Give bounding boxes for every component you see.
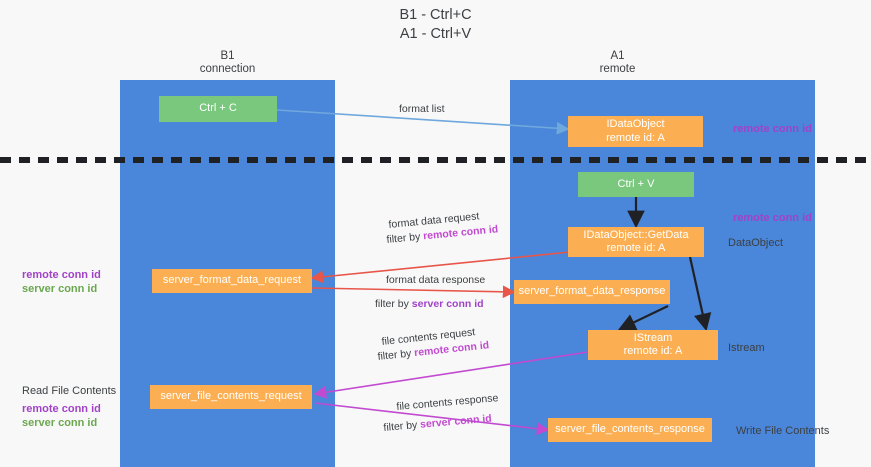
annotation-write-file-contents: Write File Contents: [736, 425, 830, 437]
filter-prefix: filter by: [375, 298, 412, 310]
edge-label-format-list: format list: [399, 103, 445, 115]
filter-key: server conn id: [419, 412, 493, 431]
annotation-read-file-contents: Read File Contents: [22, 385, 117, 397]
node-istream-line1: IStream: [633, 331, 673, 344]
node-ctrl-v[interactable]: Ctrl + V: [578, 172, 694, 197]
node-getdata-line2: remote id: A: [606, 242, 666, 254]
diagram-title: B1 - Ctrl+C A1 - Ctrl+V: [399, 7, 472, 42]
filter-prefix: filter by: [383, 418, 421, 434]
annotation-left-server-conn-id-2: server conn id: [22, 417, 98, 429]
filter-key: server conn id: [411, 298, 484, 310]
annotation-istream: Istream: [728, 342, 765, 354]
node-idataobject-line1: IDataObject: [606, 118, 665, 130]
node-server-file-contents-response-label: server_file_contents_response: [555, 423, 705, 436]
edge-label-file-contents-response: file contents response: [396, 392, 499, 413]
edge-label-format-data-response-filter: filter by server conn id: [375, 298, 484, 311]
node-server-format-data-request[interactable]: server_format_data_request: [152, 269, 312, 293]
edge-label-file-contents-response-filter: filter by server conn id: [383, 413, 492, 435]
section-divider: [0, 157, 871, 163]
node-server-file-contents-response[interactable]: server_file_contents_response: [548, 418, 712, 442]
node-ctrl-c[interactable]: Ctrl + C: [159, 96, 277, 122]
lane-header-a1: A1 remote: [599, 50, 636, 75]
node-idataobject-getdata[interactable]: IDataObject::GetData remote id: A: [568, 227, 704, 257]
node-idataobject[interactable]: IDataObject remote id: A: [568, 116, 703, 147]
annotation-left-remote-conn-id: remote conn id: [22, 269, 101, 281]
filter-prefix: filter by: [377, 347, 415, 363]
annotation-remote-conn-id-mid: remote conn id: [733, 212, 812, 224]
node-server-file-contents-request[interactable]: server_file_contents_request: [150, 385, 312, 409]
annotation-dataobject: DataObject: [728, 237, 784, 249]
filter-prefix: filter by: [386, 230, 424, 246]
lane-header-b1: B1 connection: [199, 50, 256, 75]
node-server-format-data-response[interactable]: server_format_data_response: [514, 280, 670, 304]
annotation-left-remote-conn-id-2: remote conn id: [22, 403, 101, 415]
node-ctrl-v-label: Ctrl + V: [617, 177, 655, 190]
annotation-left-server-conn-id: server conn id: [22, 283, 98, 295]
node-ctrl-c-label: Ctrl + C: [199, 102, 237, 115]
edge-label-format-data-response: format data response: [386, 274, 486, 286]
node-istream-line2: remote id: A: [623, 345, 683, 357]
annotation-remote-conn-id-top: remote conn id: [733, 123, 812, 135]
node-istream[interactable]: IStream remote id: A: [588, 330, 718, 360]
node-getdata-line1: IDataObject::GetData: [583, 228, 689, 241]
node-server-file-contents-request-label: server_file_contents_request: [160, 390, 302, 403]
arrow-format-data-response: [311, 285, 516, 299]
node-server-format-data-request-label: server_format_data_request: [162, 274, 302, 287]
node-idataobject-line2: remote id: A: [606, 131, 665, 144]
node-server-format-data-response-label: server_format_data_response: [518, 285, 666, 298]
